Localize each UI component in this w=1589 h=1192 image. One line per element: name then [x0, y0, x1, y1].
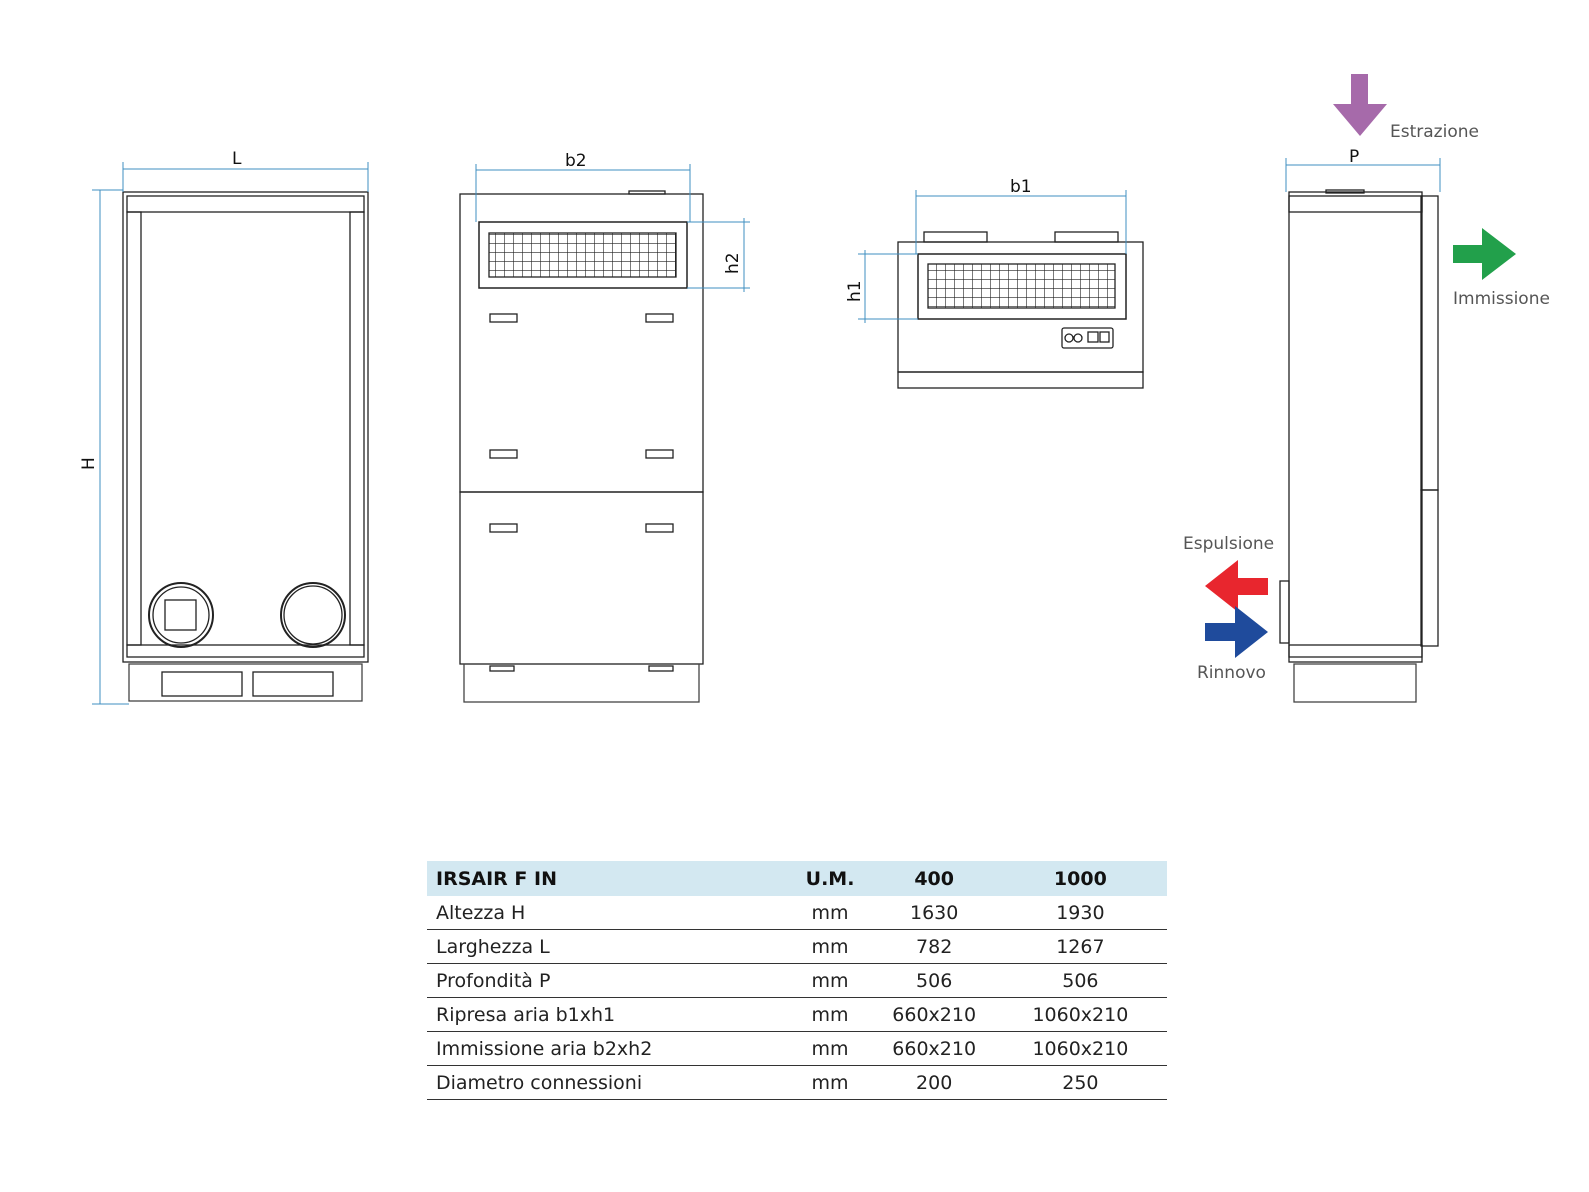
side-view: [1279, 189, 1439, 703]
row-label: Ripresa aria b1xh1: [427, 997, 786, 1032]
row-label: Profondità P: [427, 963, 786, 998]
row-label: Larghezza L: [427, 929, 786, 964]
dim-label-b1: b1: [1010, 177, 1032, 197]
header-size-400: 400: [874, 861, 994, 896]
row-value-1000: 1930: [993, 896, 1167, 930]
row-unit: mm: [785, 929, 875, 964]
table-row: Larghezza L mm 782 1267: [427, 929, 1167, 964]
rinnovo-arrow-icon: [1205, 606, 1268, 658]
table-row: Diametro connessioni mm 200 250: [427, 1065, 1167, 1100]
table-header-row: IRSAIR F IN U.M. 400 1000: [427, 861, 1167, 896]
row-unit: mm: [785, 1031, 875, 1066]
dim-label-h2: h2: [723, 252, 743, 274]
top-view-dimensions: [858, 190, 1127, 323]
dim-label-H: H: [79, 457, 99, 470]
row-label: Diametro connessioni: [427, 1065, 786, 1100]
row-value-400: 1630: [874, 896, 994, 930]
front-view: [122, 191, 369, 702]
header-model: IRSAIR F IN: [427, 861, 786, 896]
table-row: Profondità P mm 506 506: [427, 963, 1167, 998]
control-panel: [1061, 327, 1114, 349]
table-row: Ripresa aria b1xh1 mm 660x210 1060x210: [427, 997, 1167, 1032]
front-view-dimensions: [92, 162, 369, 705]
top-view: [897, 231, 1144, 389]
row-unit: mm: [785, 963, 875, 998]
row-value-1000: 506: [993, 963, 1167, 998]
table-row: Altezza H mm 1630 1930: [427, 896, 1167, 930]
front-duct-right: [280, 582, 346, 648]
rear-view: [459, 190, 704, 703]
row-value-400: 782: [874, 929, 994, 964]
row-unit: mm: [785, 997, 875, 1032]
row-unit: mm: [785, 896, 875, 930]
immissione-label: Immissione: [1453, 289, 1550, 309]
technical-drawing: L H b2 h2: [79, 74, 1550, 705]
rear-supply-grille: [478, 221, 688, 289]
estrazione-arrow-icon: [1333, 74, 1387, 136]
row-label: Altezza H: [427, 896, 786, 930]
row-unit: mm: [785, 1065, 875, 1100]
dim-label-P: P: [1349, 147, 1359, 167]
rinnovo-label: Rinnovo: [1197, 663, 1266, 683]
espulsione-arrow-icon: [1205, 560, 1268, 612]
header-unit: U.M.: [785, 861, 875, 896]
table-row: Immissione aria b2xh2 mm 660x210 1060x21…: [427, 1031, 1167, 1066]
row-value-400: 506: [874, 963, 994, 998]
top-return-grille: [917, 253, 1127, 320]
specs-table: IRSAIR F IN U.M. 400 1000 Altezza H mm 1…: [427, 861, 1167, 1100]
row-value-400: 660x210: [874, 1031, 994, 1066]
row-value-1000: 250: [993, 1065, 1167, 1100]
immissione-arrow-icon: [1453, 228, 1516, 280]
dim-label-L: L: [232, 149, 242, 169]
espulsione-label: Espulsione: [1183, 534, 1274, 554]
row-value-400: 660x210: [874, 997, 994, 1032]
dim-label-b2: b2: [565, 151, 587, 171]
header-size-1000: 1000: [993, 861, 1167, 896]
row-value-1000: 1060x210: [993, 1031, 1167, 1066]
row-label: Immissione aria b2xh2: [427, 1031, 786, 1066]
side-view-dimensions: [1285, 158, 1441, 192]
row-value-1000: 1060x210: [993, 997, 1167, 1032]
rear-view-dimensions: [475, 164, 750, 292]
row-value-400: 200: [874, 1065, 994, 1100]
front-duct-left: [148, 582, 214, 648]
row-value-1000: 1267: [993, 929, 1167, 964]
dim-label-h1: h1: [845, 280, 865, 302]
estrazione-label: Estrazione: [1390, 122, 1479, 142]
